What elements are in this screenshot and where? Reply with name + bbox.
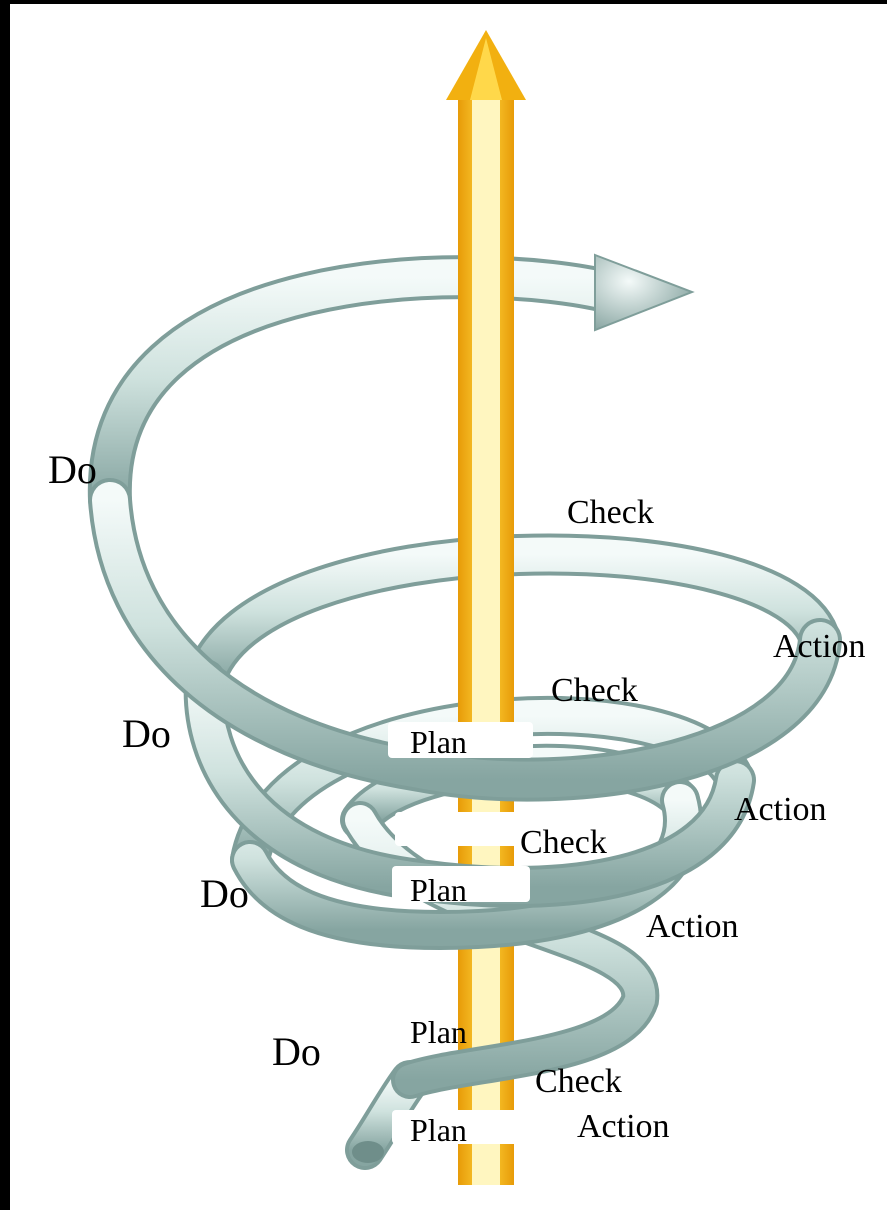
action-label: Action <box>734 793 827 827</box>
do-label: Do <box>48 450 97 490</box>
plan-label: Plan <box>410 1114 467 1146</box>
frame-left <box>0 0 10 1210</box>
do-label: Do <box>272 1032 321 1072</box>
action-label: Action <box>646 910 739 944</box>
plan-label: Plan <box>410 1016 467 1048</box>
do-label: Do <box>200 874 249 914</box>
check-label: Check <box>535 1065 622 1099</box>
do-label: Do <box>122 714 171 754</box>
check-label: Check <box>551 674 638 708</box>
action-label: Action <box>773 630 866 664</box>
frame-top <box>0 0 887 4</box>
action-label: Action <box>577 1110 670 1144</box>
check-label: Check <box>520 826 607 860</box>
spiral-tail-cap <box>352 1141 384 1163</box>
check-label: Check <box>567 496 654 530</box>
spiral-arrowhead-icon <box>595 255 692 330</box>
plan-box <box>395 812 533 846</box>
upward-arrow-icon <box>446 30 526 1185</box>
plan-label: Plan <box>410 874 467 906</box>
plan-label: Plan <box>410 726 467 758</box>
